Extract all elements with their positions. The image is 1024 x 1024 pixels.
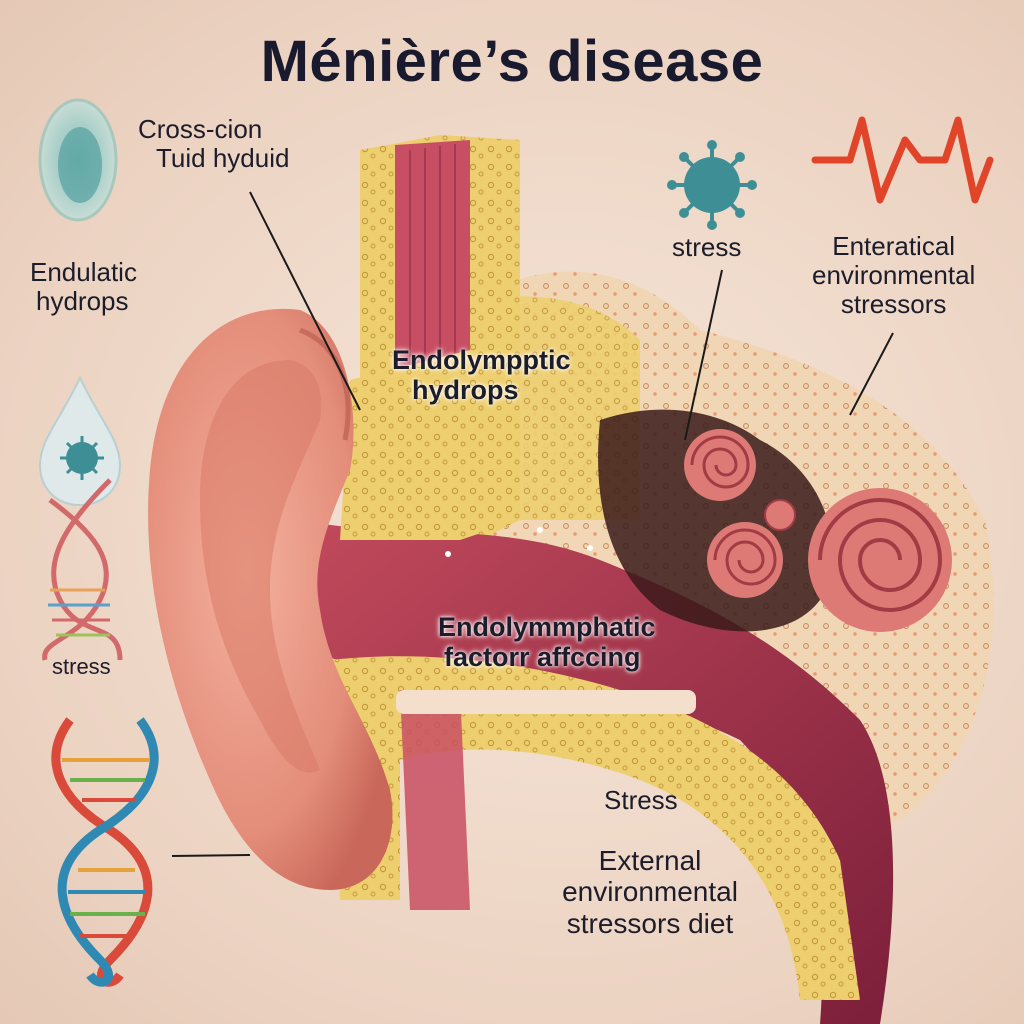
dna-helix-icon	[51, 717, 159, 987]
label-stress-top: stress	[672, 232, 742, 262]
ear-canal-fill	[290, 520, 894, 1024]
label-backdrop	[396, 690, 696, 714]
page-title: Ménière’s disease	[260, 29, 764, 94]
label-stress-bottom: Stress	[604, 785, 678, 815]
lower-bone-red-strip	[400, 690, 470, 910]
lower-bone-wall	[330, 656, 860, 1000]
label-stress-left: stress	[52, 654, 111, 679]
cochlea-group	[684, 429, 952, 632]
label-endolymphatic-factor: Endolymmphatic factorr affccing	[438, 612, 656, 673]
water-drop-virus-icon	[38, 375, 122, 507]
heartbeat-icon	[811, 116, 994, 204]
label-enteratical-stressors: Enteratical environmental stressors	[812, 231, 976, 320]
cell-icon	[38, 98, 118, 222]
label-external-stressors: External environmental stressors diet	[562, 845, 738, 939]
label-cross-section: Cross-cion Tuid hyduid	[138, 114, 290, 174]
virus-icon	[667, 140, 757, 230]
label-endulatic-hydrops: Endulatic hydrops	[30, 257, 137, 317]
upper-bone-wall	[340, 350, 520, 540]
label-endolymphatic-hydrops: Endolympptic hydrops	[392, 345, 571, 406]
pointer-lines	[171, 191, 894, 857]
dna-helix-small-icon	[42, 478, 123, 661]
pinna-inner-fold	[200, 360, 322, 773]
